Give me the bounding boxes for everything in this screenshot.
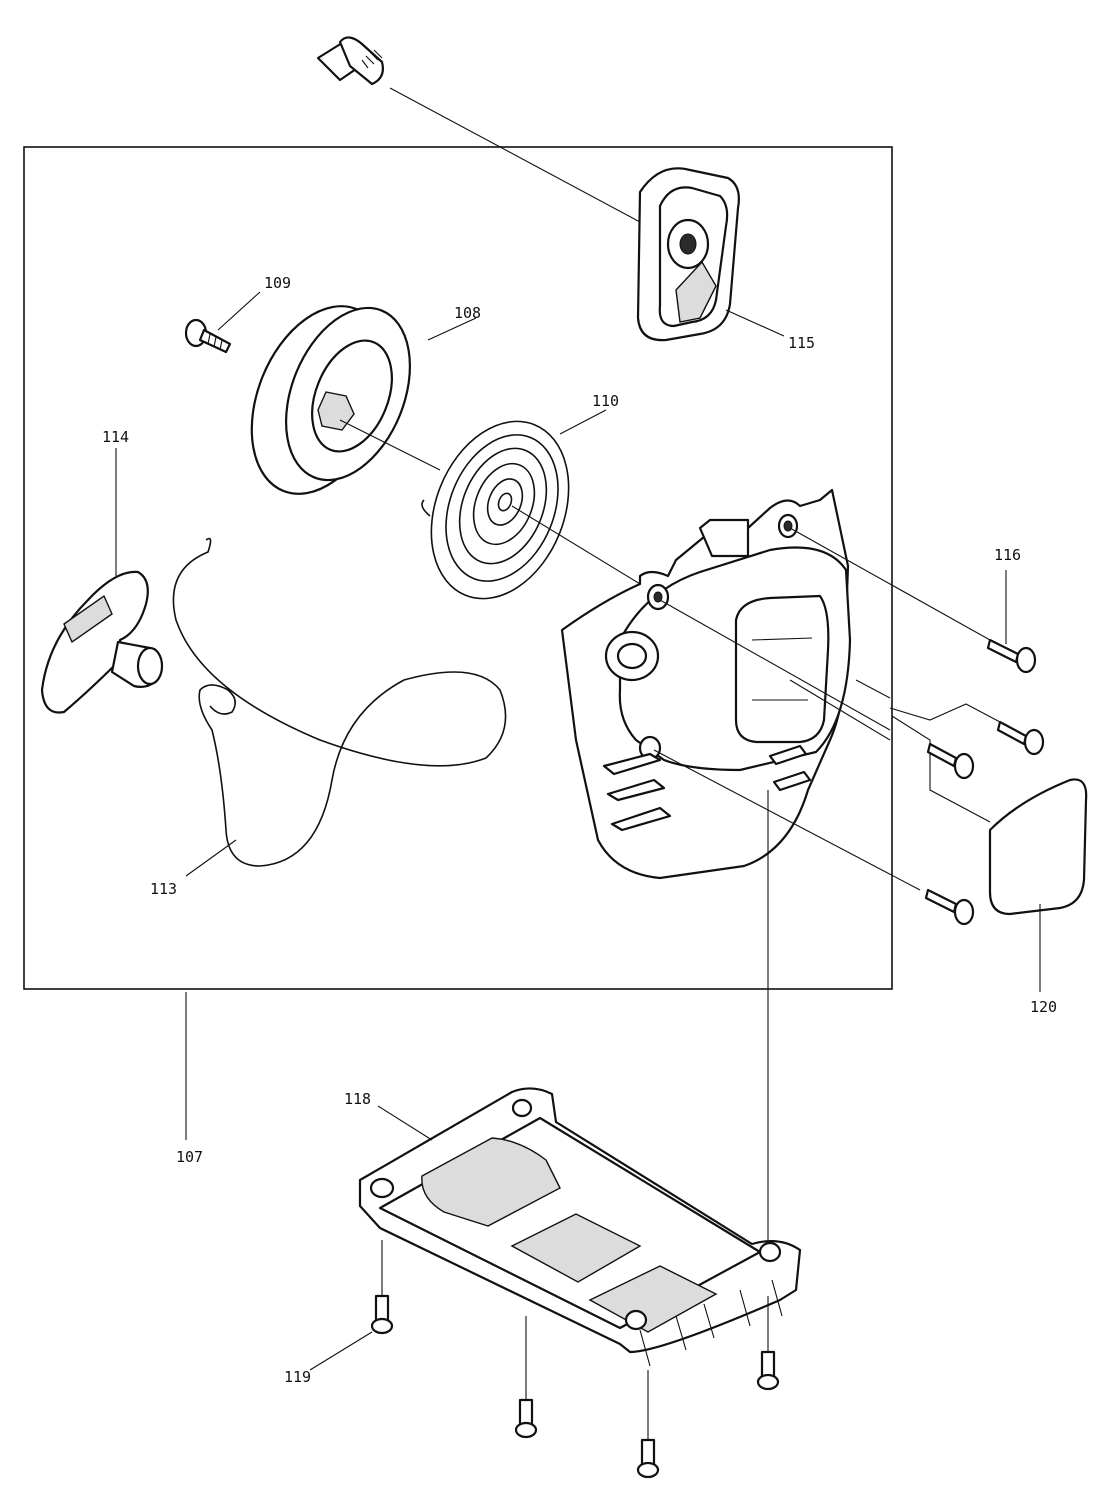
- part-119-screw-c: [636, 1370, 660, 1479]
- callout-116: 116: [994, 546, 1021, 564]
- part-116-screw-c: [926, 742, 975, 780]
- assembly-frame: [23, 146, 893, 990]
- callout-108: 108: [454, 304, 481, 322]
- callout-120: 120: [1030, 998, 1057, 1016]
- assembly-leader-lines: [653, 527, 1001, 1240]
- callout-109: 109: [264, 274, 291, 292]
- part-116-screw-b: [996, 720, 1045, 756]
- part-113-rope: [172, 537, 507, 867]
- part-119-screw-a: [370, 1240, 394, 1335]
- part-119-screw-b: [514, 1316, 538, 1439]
- callout-114: 114: [102, 428, 129, 446]
- callout-119: 119: [284, 1368, 311, 1386]
- shaft-part: [316, 36, 641, 223]
- part-108-pulley: [250, 305, 441, 495]
- callout-leader-lines: [115, 291, 1041, 1371]
- part-109-screw: [184, 318, 232, 354]
- callout-107: 107: [176, 1148, 203, 1166]
- part-116-screw-a: [986, 638, 1037, 674]
- callout-115: 115: [788, 334, 815, 352]
- part-110-spring: [421, 420, 651, 600]
- callout-110: 110: [592, 392, 619, 410]
- part-115-cover: [636, 167, 740, 342]
- part-119-screw-d: [756, 1296, 780, 1391]
- part-118-base-plate: [358, 1087, 802, 1367]
- part-116-screw-d: [924, 888, 975, 926]
- callout-113: 113: [150, 880, 177, 898]
- starter-housing: [560, 488, 852, 880]
- part-120-label: [988, 778, 1088, 916]
- part-114-handle: [40, 570, 164, 714]
- callout-118: 118: [344, 1090, 371, 1108]
